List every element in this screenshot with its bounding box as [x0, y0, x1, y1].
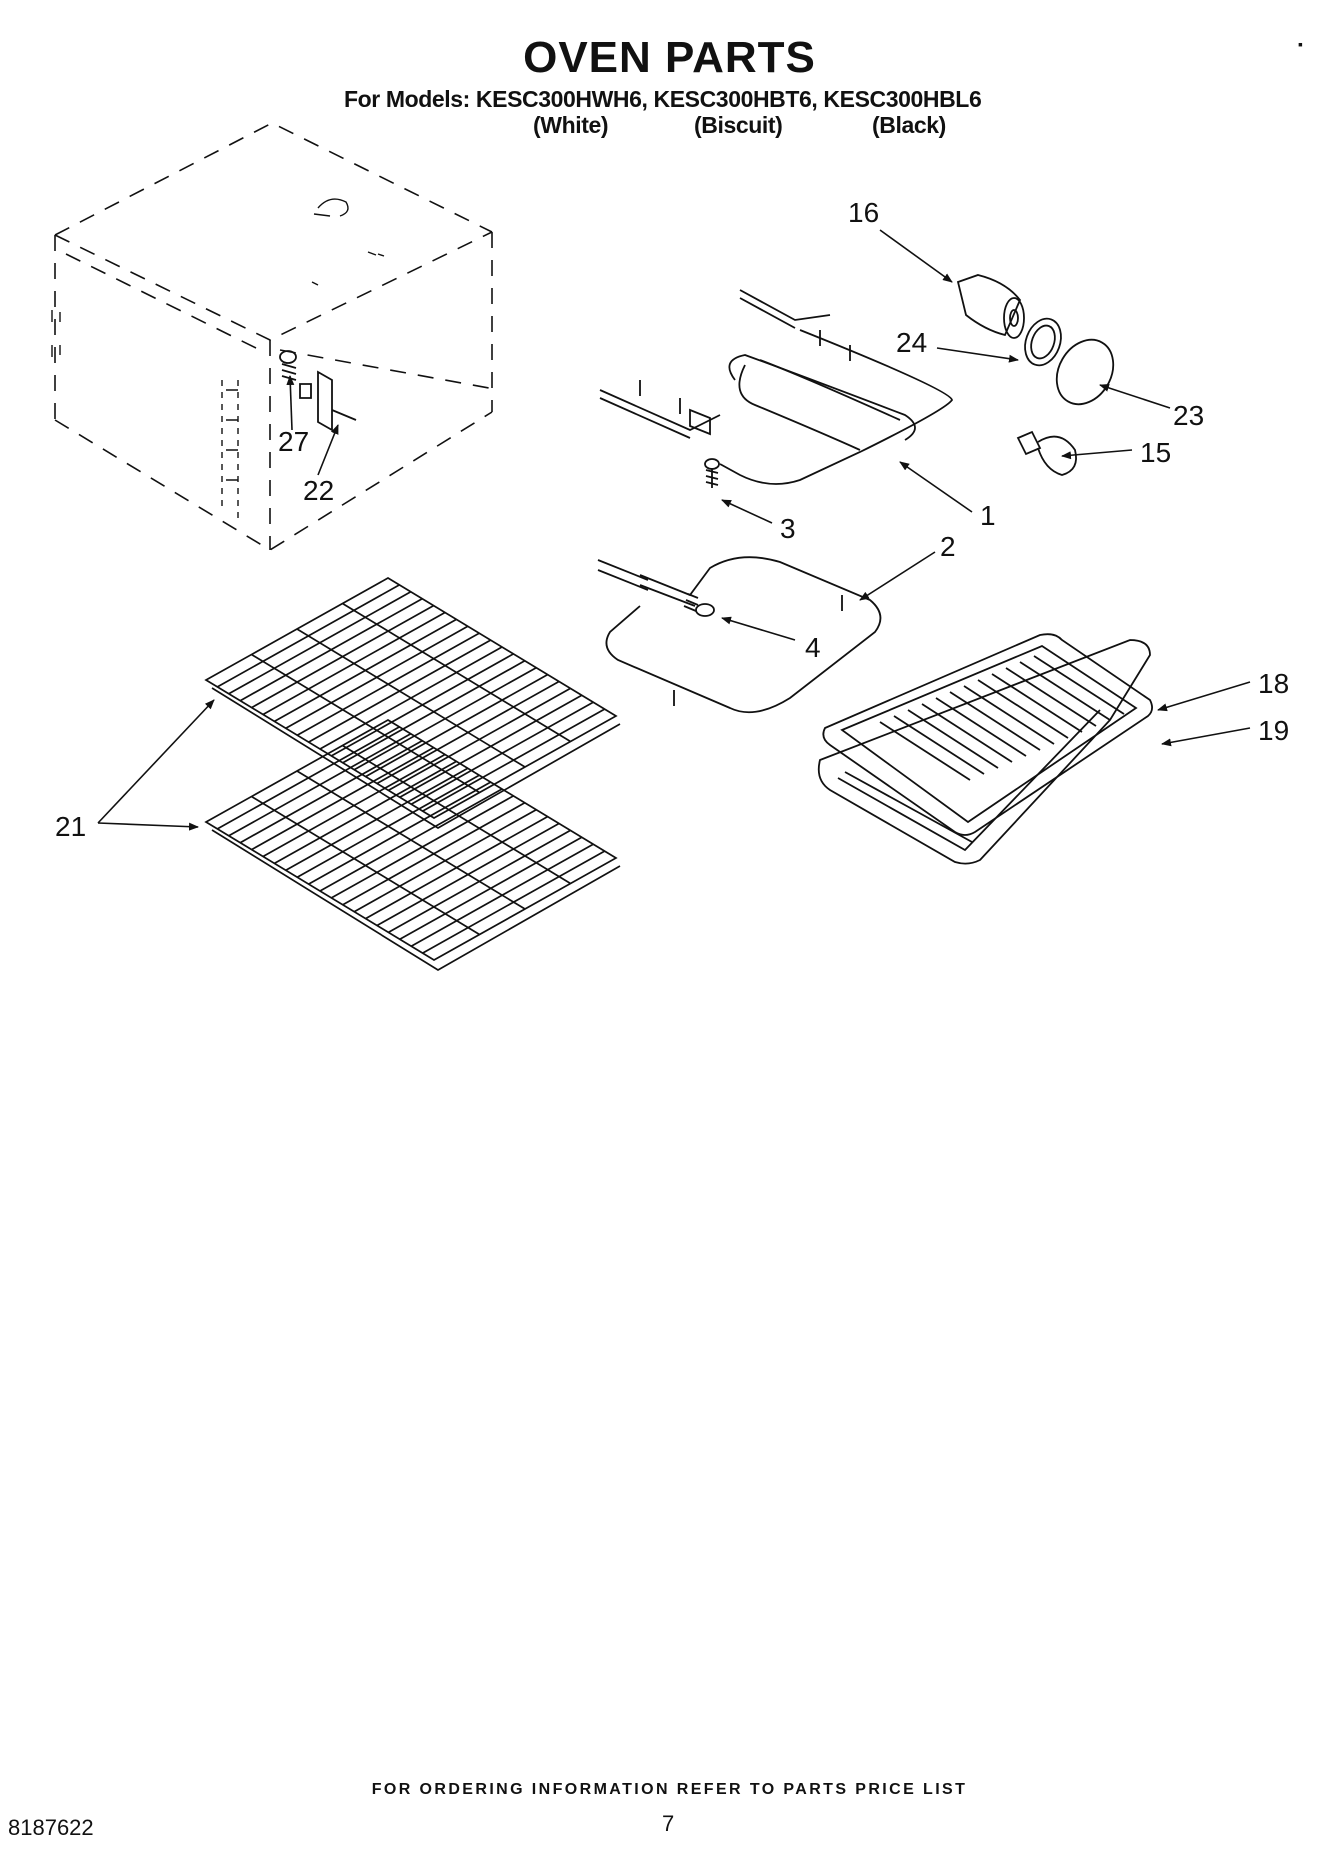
callout-19: 19: [1258, 715, 1289, 746]
lamp-bulb-part-15: [1016, 430, 1077, 476]
color-biscuit: (Biscuit): [694, 112, 783, 138]
exploded-parts-diagram: 16 24 23 15 1 3 2 4 27 22 18 19 21: [51, 122, 1289, 971]
ordering-note: FOR ORDERING INFORMATION REFER TO PARTS …: [371, 1781, 968, 1798]
corner-mark: ▪: [1298, 36, 1303, 52]
callout-18: 18: [1258, 668, 1289, 699]
page-title: OVEN PARTS: [523, 33, 816, 82]
bracket-part-22: [299, 370, 357, 432]
callout-24: 24: [896, 327, 927, 358]
color-black: (Black): [872, 112, 946, 138]
leader-lines: [97, 229, 1251, 831]
color-white: (White): [533, 112, 609, 138]
screw-part-4: [683, 593, 715, 617]
oven-cavity-details: [51, 198, 385, 520]
callout-21: 21: [55, 811, 86, 842]
callout-3: 3: [780, 513, 796, 544]
oven-racks-part-21: [204, 577, 621, 971]
broiler-pan-part-19: [817, 639, 1151, 865]
callout-2: 2: [940, 531, 956, 562]
broiler-grid-part-18: [822, 633, 1153, 836]
screw-part-3: [704, 458, 720, 488]
callout-1: 1: [980, 500, 996, 531]
oven-cavity: [54, 122, 501, 551]
callout-27: 27: [278, 426, 309, 457]
screw-part-27: [279, 350, 297, 381]
callout-16: 16: [848, 197, 879, 228]
broil-element-part-1: [599, 289, 953, 485]
callout-22: 22: [303, 475, 334, 506]
document-number: 8187622: [8, 1815, 94, 1840]
gasket-part-24: [1024, 317, 1062, 367]
callout-labels: 16 24 23 15 1 3 2 4 27 22 18 19 21: [55, 197, 1289, 842]
callout-4: 4: [805, 632, 821, 663]
lamp-cover-part-23: [1055, 338, 1115, 406]
callout-15: 15: [1140, 437, 1171, 468]
callout-23: 23: [1173, 400, 1204, 431]
page-number: 7: [662, 1811, 675, 1836]
models-line: For Models: KESC300HWH6, KESC300HBT6, KE…: [344, 86, 982, 112]
lamp-socket-part-16: [956, 274, 1025, 339]
bake-element-part-2: [597, 556, 882, 714]
